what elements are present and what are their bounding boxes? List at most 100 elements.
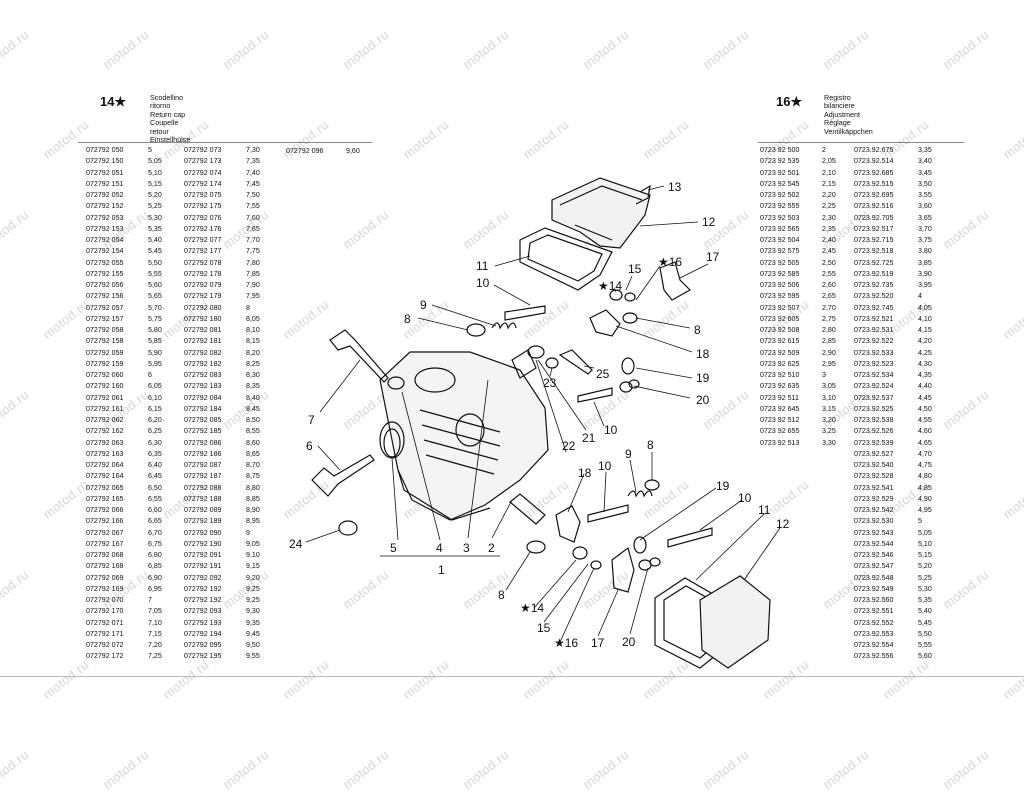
table-cell: 4,50 (918, 404, 932, 413)
table-cell: 7,80 (246, 258, 260, 267)
table-cell: 6,80 (148, 551, 162, 559)
table-cell: 5,10 (918, 539, 932, 548)
table-cell: 7 (148, 596, 152, 604)
table-cell: 0723.92.519 (854, 269, 894, 278)
table-cell: 0723.92.544 (854, 539, 894, 548)
name-fr: Coupelle retour (150, 118, 179, 136)
table-cell: 6,25 (148, 427, 162, 436)
table-cell: 4,40 (918, 382, 932, 391)
table-cell: 4,30 (918, 359, 932, 368)
table-cell: 0723 92 655 (760, 427, 800, 436)
table-cell: 2,30 (822, 213, 836, 222)
table-cell: 3,80 (918, 247, 932, 256)
table-cell: 7,15 (148, 629, 162, 638)
leader-9-upper (431, 304, 497, 327)
table-cell: 072792 166 (86, 517, 124, 526)
table-cell: 0723 92 511 (760, 393, 799, 402)
leader-6 (317, 445, 341, 471)
callout-12-upper: 12 (702, 215, 716, 229)
callout-20-lower: 20 (622, 635, 636, 649)
table-cell: 8,25 (246, 359, 260, 368)
table-cell: 3,10 (822, 393, 836, 402)
table-cell: 072792 074 (184, 168, 222, 177)
group-number-value: 14 (100, 94, 115, 109)
leader-14-upper (613, 287, 617, 293)
table-cell: 072792 090 (184, 528, 222, 537)
table-cell: 5,35 (918, 596, 932, 604)
table-cell: 072792 186 (184, 449, 222, 458)
leader-4 (401, 391, 441, 541)
leader-13 (647, 185, 665, 191)
table-cell: 0723.92.552 (854, 618, 894, 627)
table-cell: 3,85 (918, 258, 932, 267)
table-cell: 0723 92 501 (760, 168, 800, 177)
callout-8-upper-right: 8 (694, 323, 701, 337)
table-cell: 9 (246, 528, 250, 537)
table-cell: 0723.92.540 (854, 461, 894, 469)
leader-20-upper (633, 385, 691, 399)
table-cell: 5,85 (148, 337, 162, 346)
callout-18-upper: 18 (696, 347, 710, 361)
table-cell: 7,45 (246, 179, 260, 188)
table-cell: 0723.92.675 (854, 146, 894, 154)
table-cell: 7,85 (246, 269, 260, 278)
callout-6: 6 (306, 439, 313, 453)
callout-labels: 13 12 11 10 9 8 7 6 24 15 ★14 ★16 17 8 1… (289, 180, 790, 650)
table-cell: 072792 190 (184, 539, 222, 548)
table-cell: 8,95 (246, 517, 260, 526)
table-cell: 6,50 (148, 483, 162, 492)
table-cell: 9,05 (246, 539, 260, 548)
table-cell: 072792 182 (184, 359, 222, 368)
table-cell: 072792 076 (184, 213, 222, 222)
cylinder-head-port (414, 367, 456, 393)
name-en: Adjustment (824, 109, 860, 119)
table-cell: 7,30 (246, 146, 260, 154)
left-table-extra-code: 072792 096 (286, 147, 324, 155)
table-cell: 072792 077 (184, 236, 222, 244)
table-cell: 9,30 (246, 607, 260, 616)
table-cell: 2,80 (822, 326, 836, 334)
table-cell: 0723 92 565 (760, 224, 800, 233)
table-cell: 072792 167 (86, 539, 124, 548)
table-cell: 7,90 (246, 281, 260, 289)
spring-9-upper (491, 322, 517, 330)
table-cell: 072792 056 (86, 281, 124, 289)
table-cell: 072792 194 (184, 629, 222, 638)
table-cell: 072792 176 (184, 224, 222, 233)
table-cell: 0723.92.542 (854, 506, 894, 514)
table-cell: 072792 055 (86, 258, 124, 267)
table-cell: 7,35 (246, 157, 260, 166)
table-cell: 4,20 (918, 337, 932, 346)
table-cell: 0723 92 512 (760, 416, 800, 424)
table-cell: 5,15 (148, 179, 162, 188)
table-cell: 0723.92.539 (854, 438, 894, 447)
table-cell: 5,30 (918, 584, 932, 593)
callout-10-lower-a: 10 (598, 459, 612, 473)
table-cell: 5,55 (918, 641, 932, 649)
table-cell: 5,80 (148, 326, 162, 334)
table-cell: 9,15 (246, 562, 260, 571)
table-cell: 5,35 (148, 224, 162, 233)
table-cell: 072792 163 (86, 449, 124, 458)
table-cell: 072792 155 (86, 269, 124, 278)
table-cell: 5,65 (148, 292, 162, 301)
table-cell: 2,40 (822, 236, 836, 244)
leader-12-upper (639, 221, 699, 227)
table-cell: 072792 051 (86, 168, 124, 177)
part-23-ring (545, 357, 559, 369)
callout-16-upper: ★16 (658, 255, 682, 269)
table-cell: 5,75 (148, 314, 162, 323)
table-cell: 3,05 (822, 382, 836, 391)
table-cell: 0723.92.538 (854, 416, 894, 424)
table-cell: 5,50 (918, 629, 932, 638)
table-cell: 0723.92.541 (854, 483, 894, 492)
table-cell: 072792 087 (184, 461, 222, 469)
table-cell: 4,60 (918, 427, 932, 436)
cylinder-head-fins (419, 409, 501, 475)
washer-20c (638, 559, 652, 571)
table-cell: 0723.92.514 (854, 157, 894, 166)
table-cell: 072792 157 (86, 314, 124, 323)
table-cell: 4,10 (918, 314, 932, 323)
table-cell: 072792 065 (86, 483, 124, 492)
